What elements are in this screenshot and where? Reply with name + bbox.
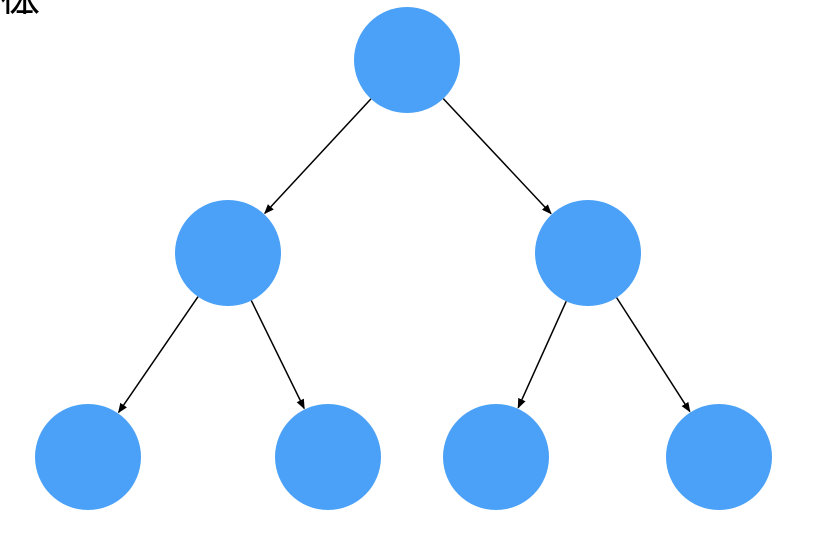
tree-node-left-right-leaf [275, 404, 381, 510]
edge-root-to-left-child [264, 98, 372, 215]
edges-layer [117, 98, 691, 414]
edge-right-child-to-right-left-leaf [517, 301, 567, 409]
edge-root-to-right-child [442, 98, 552, 215]
tree-node-root [354, 7, 460, 113]
tree-node-right-right-leaf [666, 404, 772, 510]
nodes-layer [35, 7, 772, 510]
diagram-title-fragment: 体 [0, 0, 60, 14]
tree-node-right-child [535, 200, 641, 306]
edge-left-child-to-left-left-leaf [117, 296, 199, 414]
edge-left-child-to-left-right-leaf [250, 300, 305, 410]
edge-right-child-to-right-right-leaf [616, 297, 691, 413]
tree-node-left-left-leaf [35, 404, 141, 510]
tree-node-left-child [175, 200, 281, 306]
tree-node-right-left-leaf [443, 404, 549, 510]
